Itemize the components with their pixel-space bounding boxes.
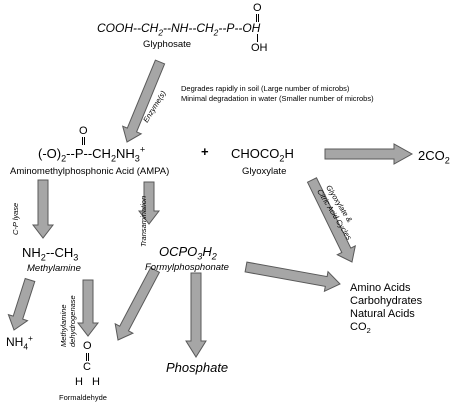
- formaldehyde-hydrogen-left: H: [75, 376, 83, 388]
- dehydrogenase-label-1: Methylamine: [59, 304, 68, 347]
- formaldehyde-double-bond-2: [88, 353, 89, 361]
- formaldehyde-carbon: C: [83, 361, 91, 373]
- methylamine-name: Methylamine: [27, 263, 81, 274]
- formaldehyde-name: Formaldehyde: [59, 393, 107, 402]
- arrow-formylphosphonate-to-formaldehyde: [114, 267, 161, 341]
- glyoxylate-name: Glyoxylate: [242, 166, 287, 177]
- formaldehyde-oxygen: O: [83, 340, 92, 352]
- transamination-label: Transamination: [139, 195, 148, 247]
- glyphosate-double-bond-2: [258, 14, 259, 22]
- arrow-ampa-to-methylamine: [31, 179, 55, 239]
- arrow-formylphosphonate-to-products: [244, 261, 341, 293]
- arrow-methylamine-to-formaldehyde: [76, 279, 100, 337]
- glyoxylate-formula: CHOCO2H: [231, 146, 294, 164]
- product-amino-acids: Amino Acids: [350, 282, 411, 294]
- glyphosate-name: Glyphosate: [143, 39, 192, 50]
- glyphosate-phosphoryl-oxygen: O: [253, 2, 262, 14]
- arrow-methylamine-to-ammonium: [7, 277, 36, 331]
- formaldehyde-double-bond: [86, 353, 87, 361]
- cp-lyase-label: C-P lyase: [11, 202, 20, 235]
- arrow-glyphosate-to-ampa: [121, 59, 166, 143]
- glyphosate-double-bond: [256, 14, 257, 22]
- formaldehyde-hydrogen-right: H: [92, 376, 100, 388]
- glyphosate-formula: COOH--CH2--NH--CH2--P--OH: [97, 21, 261, 38]
- degradation-note-water: Minimal degradation in water (Smaller nu…: [181, 94, 374, 103]
- degradation-note-soil: Degrades rapidly in soil (Large number o…: [181, 84, 350, 93]
- carbon-dioxide-product: 2CO2: [418, 148, 450, 166]
- phosphate-product: Phosphate: [166, 360, 229, 375]
- product-carbohydrates: Carbohydrates: [350, 295, 423, 307]
- ammonium-ion: NH4+: [6, 333, 33, 352]
- ampa-phosphoryl-oxygen: O: [79, 125, 88, 137]
- ampa-formula: (-O)2--P--CH2NH3+: [38, 144, 146, 164]
- dehydrogenase-label-2: dehydrogenase: [68, 295, 77, 347]
- formylphosphonate-formula: OCPO3H2: [159, 244, 217, 262]
- ampa-double-bond-2: [84, 137, 85, 145]
- formylphosphonate-name: Formylphosphonate: [145, 262, 229, 273]
- arrow-glyoxylate-to-products: [306, 177, 356, 263]
- methylamine-formula: NH2--CH3: [22, 245, 79, 263]
- arrow-glyoxylate-to-co2: [324, 143, 414, 165]
- glyphosate-single-bond: [257, 34, 258, 42]
- glyphosate-hydroxyl: OH: [251, 42, 268, 54]
- ampa-double-bond: [82, 137, 83, 145]
- arrow-ampa-to-formylphosphonate: [137, 181, 161, 225]
- ampa-name: Aminomethylphosphonic Acid (AMPA): [10, 166, 170, 177]
- product-co2: CO2: [350, 321, 371, 336]
- plus-sign: +: [201, 144, 209, 159]
- arrow-formylphosphonate-to-phosphate: [185, 272, 207, 358]
- product-natural-acids: Natural Acids: [350, 308, 415, 320]
